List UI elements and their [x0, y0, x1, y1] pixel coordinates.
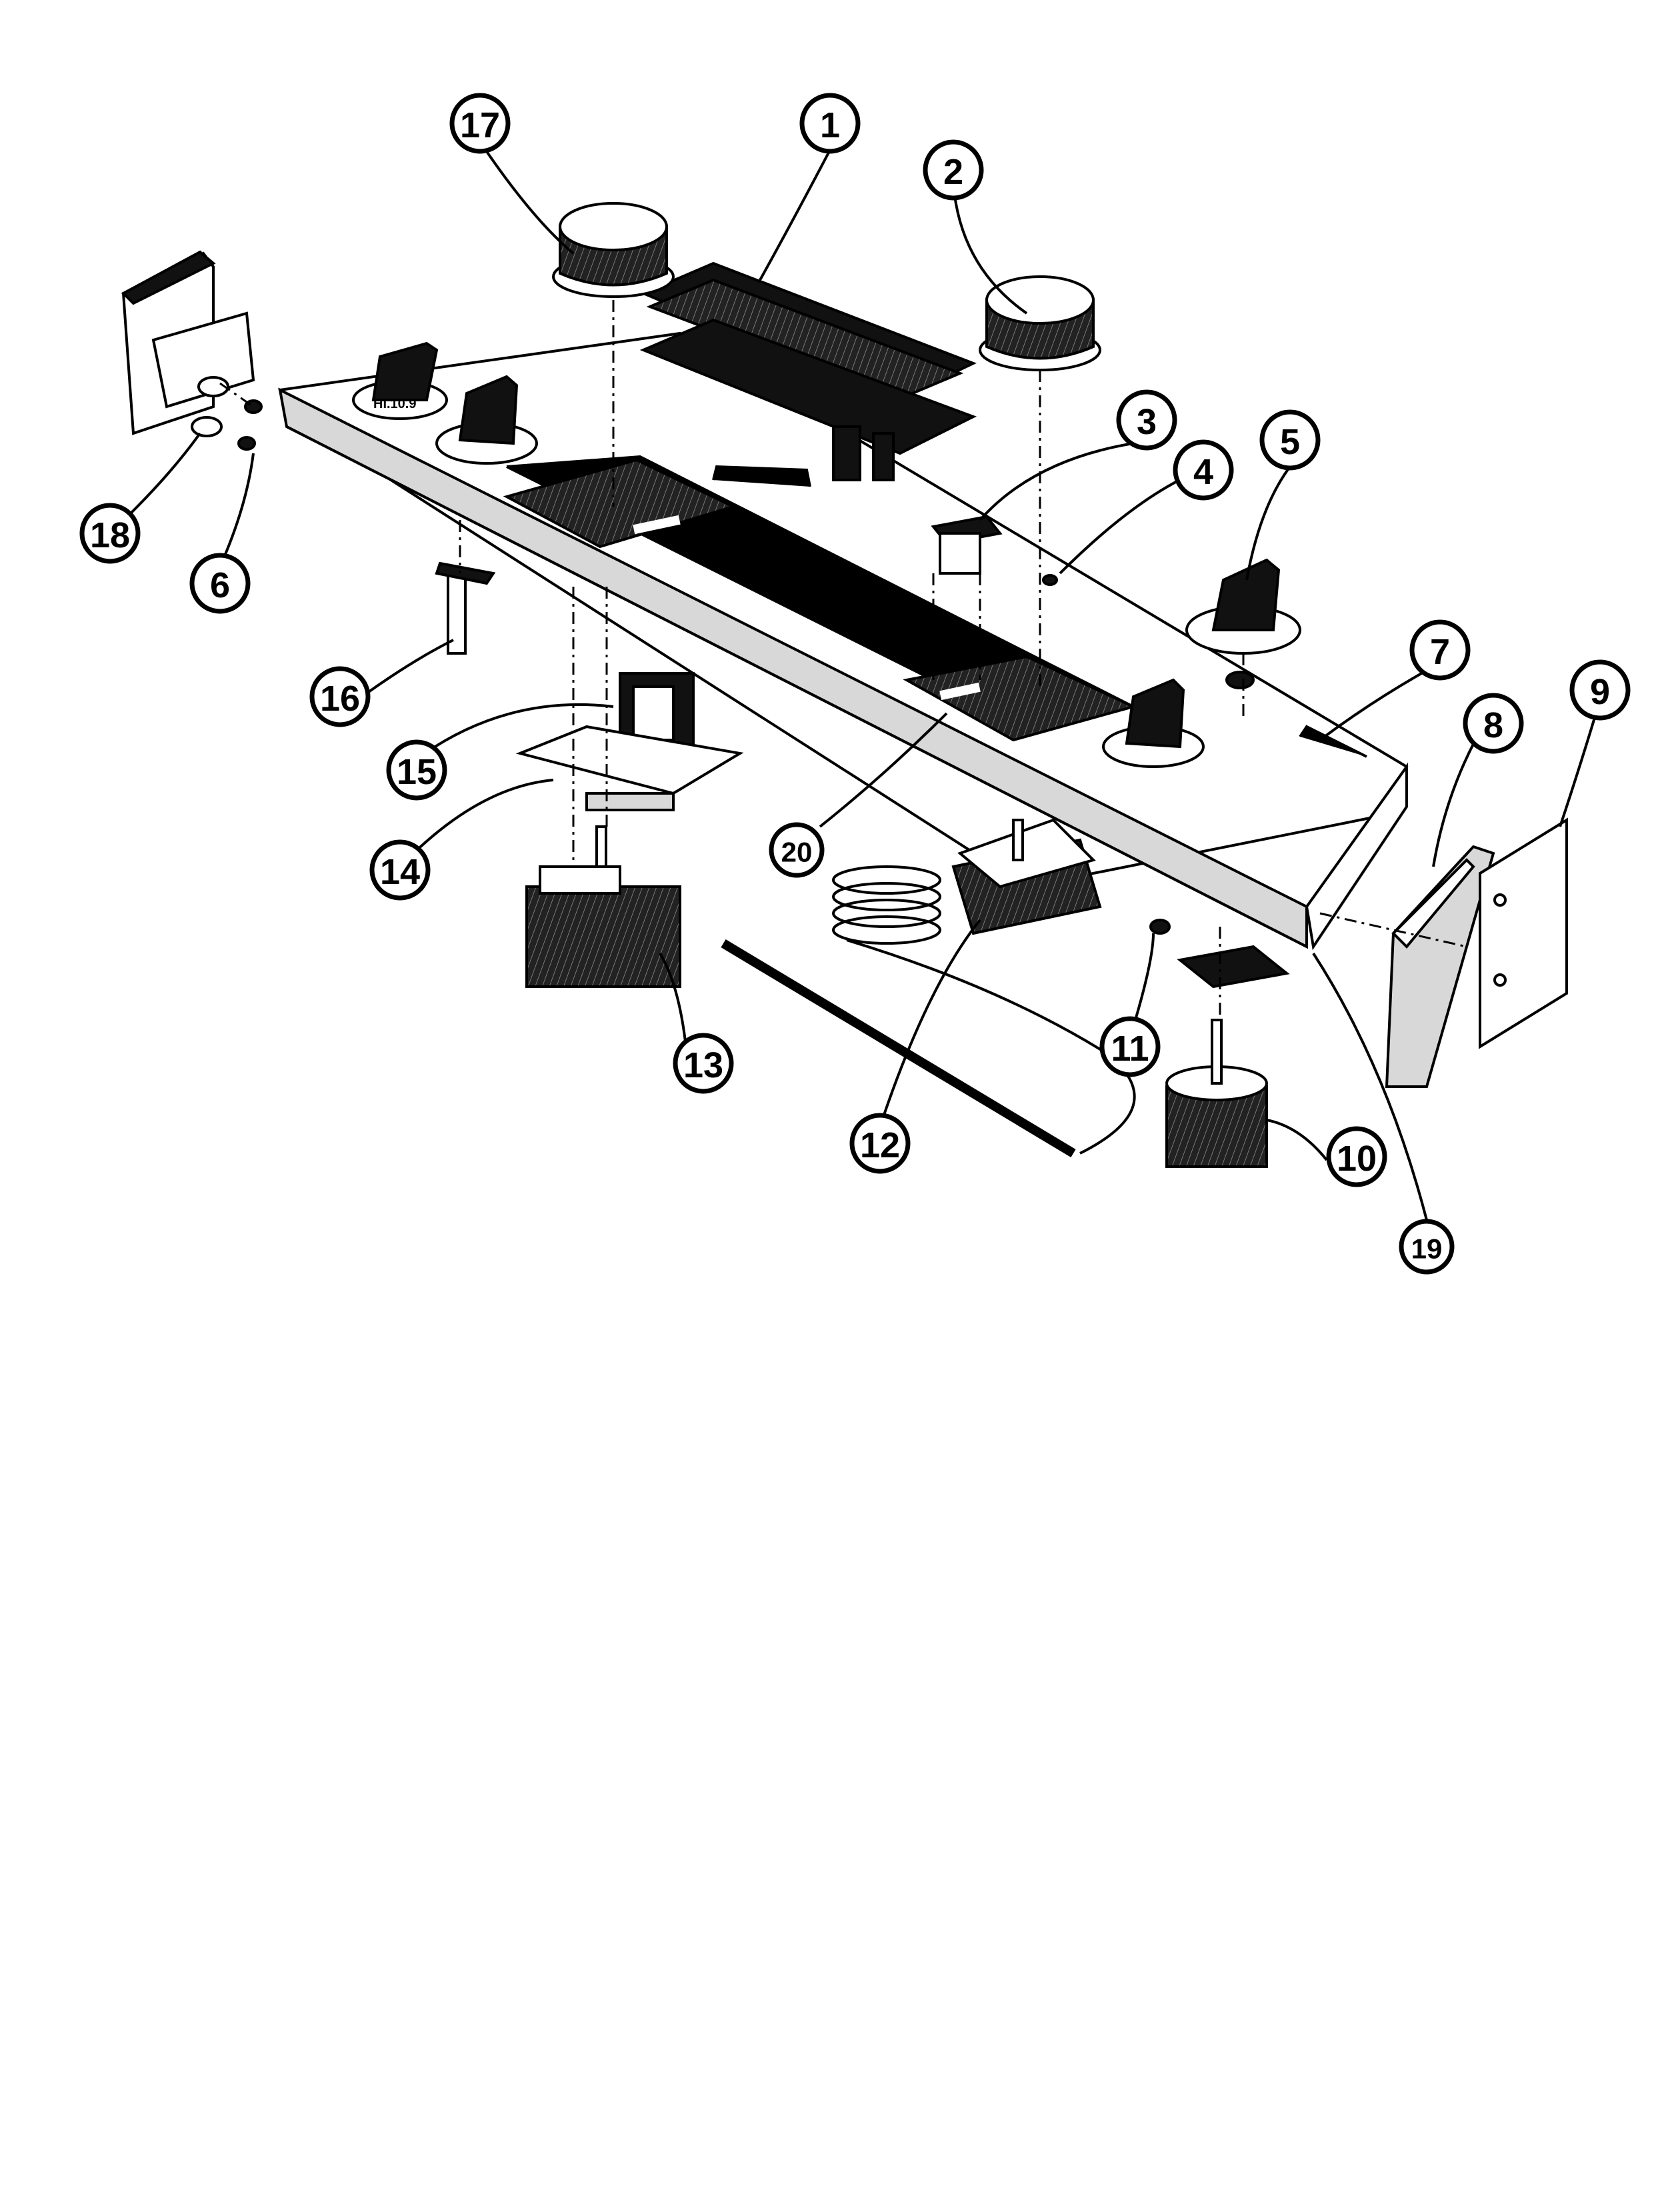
- switch-10: [1165, 1019, 1268, 1168]
- gasket-plate: [1177, 945, 1290, 989]
- assembly-lines: [219, 300, 1467, 1020]
- light-switch-3: [931, 515, 1003, 575]
- callout-label-2: 2: [943, 152, 963, 192]
- end-bracket-9: [1479, 817, 1568, 1049]
- callout-1: 1: [799, 93, 861, 154]
- left-end-cap: [121, 250, 255, 435]
- knob-washer: [1225, 671, 1255, 689]
- callout-label-15: 15: [397, 752, 437, 792]
- callout-5: 5: [1259, 409, 1321, 471]
- callout-label-6: 6: [210, 565, 230, 605]
- callout-9: 9: [1569, 659, 1631, 721]
- screw-4: [1042, 574, 1058, 586]
- callout-label-10: 10: [1337, 1139, 1377, 1179]
- surface-knob-left-1[interactable]: HI.10.9: [352, 341, 448, 420]
- indicator-light-16: [435, 561, 496, 655]
- screw-11: [1149, 919, 1171, 935]
- callout-15: 15: [386, 739, 447, 801]
- screw-6: [237, 399, 263, 451]
- callout-label-9: 9: [1590, 672, 1610, 712]
- callout-17: 17: [449, 93, 511, 154]
- callout-label-11: 11: [1111, 1029, 1149, 1069]
- callout-20: 20: [769, 822, 825, 878]
- leader-lines: [109, 145, 1601, 1221]
- dial-knob-2[interactable]: [979, 275, 1101, 371]
- callout-16: 16: [309, 666, 371, 727]
- callout-14: 14: [369, 839, 431, 901]
- callout-18: 18: [79, 503, 141, 564]
- surface-knob-right-bottom[interactable]: [1102, 678, 1205, 768]
- callout-2: 2: [923, 139, 984, 201]
- callout-7: 7: [1409, 619, 1471, 681]
- callout-label-8: 8: [1483, 705, 1503, 745]
- callout-label-20: 20: [781, 837, 813, 868]
- callout-label-5: 5: [1280, 422, 1300, 462]
- callout-10: 10: [1326, 1126, 1387, 1187]
- clock-timer-module: [639, 261, 977, 481]
- bracket-14: [515, 725, 744, 811]
- callout-label-14: 14: [380, 852, 420, 892]
- callout-label-18: 18: [90, 515, 130, 555]
- washer-18: [191, 376, 229, 437]
- callout-12: 12: [849, 1113, 911, 1174]
- end-cap-8: [1385, 845, 1495, 1088]
- callout-19: 19: [1399, 1219, 1455, 1275]
- dial-knob-17[interactable]: [552, 202, 675, 298]
- callout-label-12: 12: [860, 1125, 900, 1165]
- callout-8: 8: [1463, 693, 1524, 754]
- callout-label-19: 19: [1411, 1233, 1443, 1265]
- callout-label-17: 17: [460, 105, 500, 145]
- callout-13: 13: [673, 1033, 734, 1094]
- surface-knob-left-2[interactable]: [435, 375, 538, 465]
- thermostat-12: [951, 818, 1102, 935]
- capillary-coil: [721, 865, 1136, 1158]
- callout-3: 3: [1116, 389, 1177, 451]
- callout-4: 4: [1173, 439, 1234, 501]
- callout-label-13: 13: [683, 1045, 723, 1085]
- callout-6: 6: [189, 553, 251, 614]
- infinite-switch-13: [525, 825, 681, 988]
- callout-label-1: 1: [820, 105, 840, 145]
- callout-11: 11: [1099, 1016, 1161, 1077]
- callout-label-7: 7: [1430, 632, 1450, 672]
- callout-label-16: 16: [320, 679, 360, 719]
- callout-label-4: 4: [1193, 452, 1213, 492]
- surface-knob-5[interactable]: [1185, 558, 1301, 655]
- callout-label-3: 3: [1137, 402, 1157, 442]
